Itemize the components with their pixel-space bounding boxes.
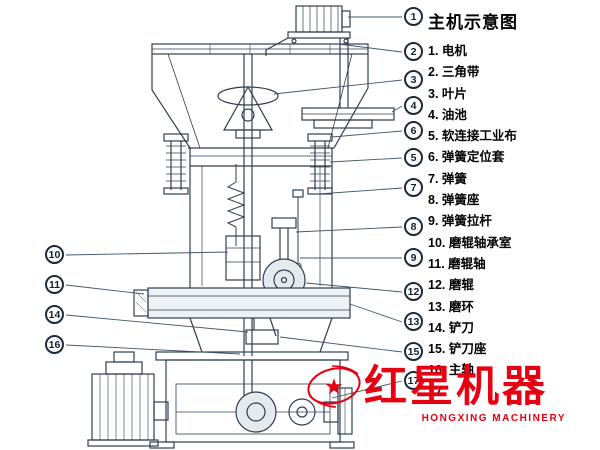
callout-2: 2: [404, 42, 423, 61]
mill-body: [189, 148, 333, 288]
callout-5: 5: [404, 148, 423, 167]
spring-assembly-left: [163, 133, 189, 195]
oil-pool-flange: [301, 38, 395, 129]
callout-8: 8: [404, 217, 423, 236]
callout-1: 1: [404, 7, 423, 26]
grinding-ring: [133, 287, 351, 319]
legend-item-14: 14. 铲刀: [428, 320, 474, 335]
top-motor: [265, 5, 351, 56]
callout-13: 13: [404, 312, 423, 331]
legend-item-15: 15. 铲刀座: [428, 342, 487, 357]
callout-9: 9: [404, 248, 423, 267]
legend-item-1: 1. 电机: [428, 44, 467, 58]
legend-item-11: 11. 磨辊轴: [428, 256, 486, 271]
legend-item-17: 17.: [428, 384, 446, 399]
legend-item-13: 13. 磨环: [428, 299, 474, 314]
legend-list: 1. 电机 2. 三角带 3. 叶片 4. 油池 5. 软连接工业布 6. 弹簧…: [428, 41, 598, 403]
callout-7: 7: [404, 178, 423, 197]
callout-6: 6: [404, 121, 423, 140]
legend-item-6: 6. 弹簧定位套: [428, 150, 505, 165]
callout-11: 11: [45, 275, 64, 294]
legend-item-16: 16. 主轴: [428, 363, 474, 378]
logo: ★ 红星机器 HONGXING MACHINERY: [306, 360, 568, 432]
base-gearbox: [149, 351, 355, 449]
legend-item-9: 9. 弹簧拉杆: [428, 214, 492, 229]
callout-3: 3: [404, 70, 423, 89]
legend-item-7: 7. 弹簧: [428, 171, 467, 186]
callout-15: 15: [404, 342, 423, 361]
output-pulley: [337, 387, 353, 435]
central-spring-and-rod: [226, 164, 304, 270]
brand-text: 红星机器: [364, 363, 548, 411]
diagram-title: 主机示意图: [428, 13, 518, 32]
shovel-assembly: [189, 317, 333, 353]
callout-12: 12: [404, 282, 423, 301]
star-icon: ★: [324, 374, 344, 399]
callout-17: 17: [404, 371, 423, 390]
callout-4: 4: [404, 96, 423, 115]
callout-14: 14: [45, 305, 64, 324]
legend-item-3: 3. 叶片: [428, 86, 467, 101]
legend-item-2: 2. 三角带: [428, 65, 480, 80]
callout-10: 10: [45, 245, 64, 264]
legend-item-10: 10. 磨辊轴承室: [428, 235, 512, 250]
legend-item-12: 12. 磨辊: [428, 278, 474, 293]
legend-item-8: 8. 弹簧座: [428, 193, 480, 208]
leader-lines: [65, 16, 403, 399]
bottom-motor: [87, 351, 169, 447]
legend-panel: 主机示意图 1. 电机 2. 三角带 3. 叶片 4. 油池 5. 软连接工业布…: [428, 6, 598, 403]
brand-subtext: HONGXING MACHINERY: [421, 413, 566, 424]
legend-item-4: 4. 油池: [428, 107, 467, 122]
callout-16: 16: [45, 335, 64, 354]
legend-item-5: 5. 软连接工业布: [428, 129, 517, 144]
logo-emblem: ★: [307, 365, 361, 408]
